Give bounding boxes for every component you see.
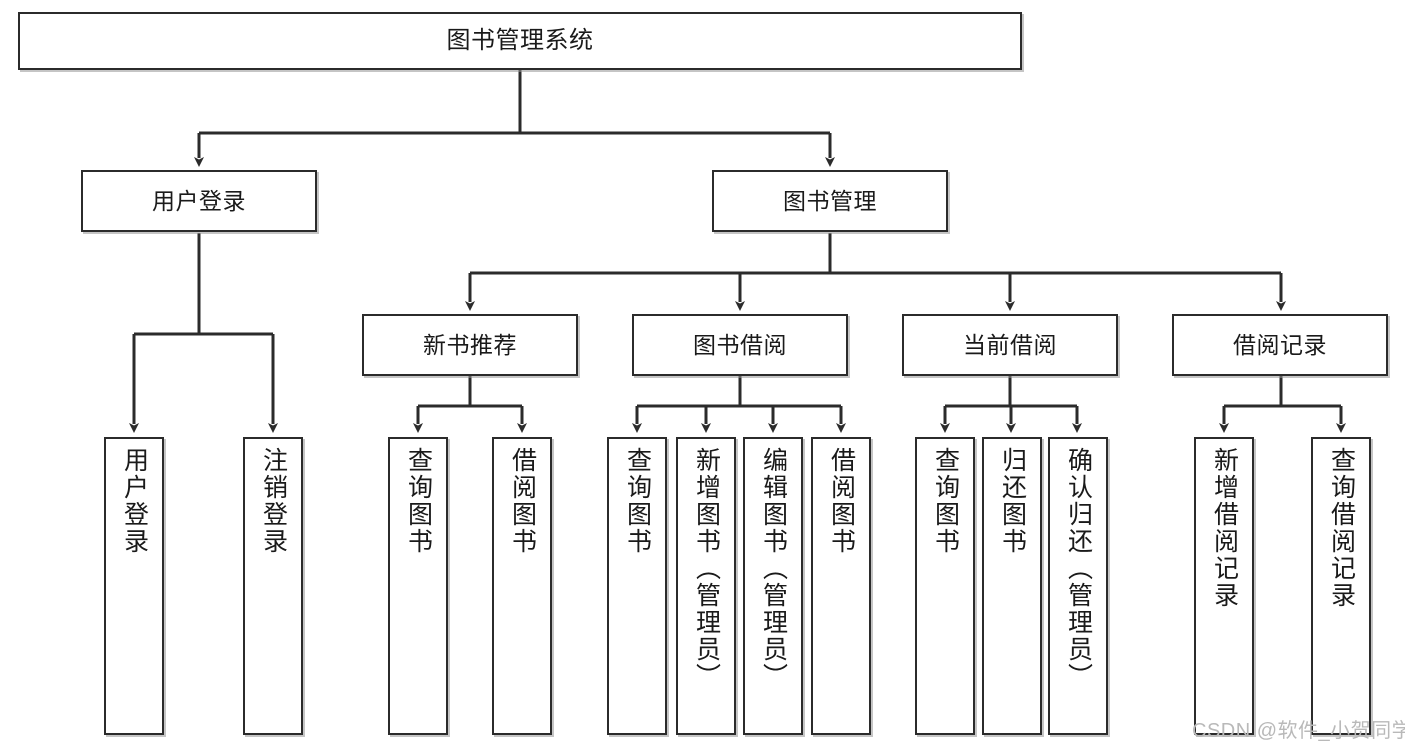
leaf-add-book-admin[interactable]: 新增图书（管理员） (676, 437, 736, 735)
node-book-borrow[interactable]: 图书借阅 (632, 314, 848, 376)
leaf-add-borrow-record[interactable]: 新增借阅记录 (1194, 437, 1254, 735)
node-label: 借阅图书 (508, 447, 537, 555)
leaf-borrow-book[interactable]: 借阅图书 (811, 437, 871, 735)
leaf-query-borrow-record[interactable]: 查询借阅记录 (1311, 437, 1371, 735)
node-label: 图书管理系统 (446, 27, 594, 55)
leaf-logout[interactable]: 注销登录 (243, 437, 303, 735)
leaf-query-book-new[interactable]: 查询图书 (388, 437, 448, 735)
node-new-book-recommend[interactable]: 新书推荐 (362, 314, 578, 376)
leaf-user-login[interactable]: 用户登录 (104, 437, 164, 735)
node-user-login[interactable]: 用户登录 (81, 170, 317, 232)
node-label: 图书借阅 (693, 331, 787, 358)
node-label: 新增借阅记录 (1210, 447, 1239, 609)
node-label: 当前借阅 (963, 331, 1057, 358)
node-current-borrow[interactable]: 当前借阅 (902, 314, 1118, 376)
node-book-management[interactable]: 图书管理 (712, 170, 948, 232)
node-label: 用户登录 (120, 447, 149, 555)
csdn-watermark: CSDN @软件_小贺同学 (1192, 720, 1405, 742)
node-label: 图书管理 (783, 187, 877, 214)
node-label: 查询图书 (404, 447, 433, 555)
leaf-edit-book-admin[interactable]: 编辑图书（管理员） (743, 437, 803, 735)
node-label: 借阅记录 (1233, 331, 1327, 358)
leaf-query-book-borrow[interactable]: 查询图书 (607, 437, 667, 735)
node-label: 归还图书 (998, 447, 1027, 555)
node-label: 编辑图书（管理员） (759, 447, 788, 690)
leaf-query-book-current[interactable]: 查询图书 (915, 437, 975, 735)
leaf-borrow-book-new[interactable]: 借阅图书 (492, 437, 552, 735)
node-label: 新增图书（管理员） (692, 447, 721, 690)
leaf-return-book[interactable]: 归还图书 (982, 437, 1042, 735)
node-label: 用户登录 (152, 187, 246, 214)
node-label: 查询借阅记录 (1327, 447, 1356, 609)
node-label: 确认归还（管理员） (1064, 447, 1093, 690)
node-borrow-records[interactable]: 借阅记录 (1172, 314, 1388, 376)
node-label: 查询图书 (931, 447, 960, 555)
node-label: 注销登录 (259, 447, 288, 555)
node-root-system[interactable]: 图书管理系统 (18, 12, 1022, 70)
leaf-confirm-return-admin[interactable]: 确认归还（管理员） (1048, 437, 1108, 735)
node-label: 新书推荐 (423, 331, 517, 358)
node-label: 查询图书 (623, 447, 652, 555)
node-label: 借阅图书 (827, 447, 856, 555)
